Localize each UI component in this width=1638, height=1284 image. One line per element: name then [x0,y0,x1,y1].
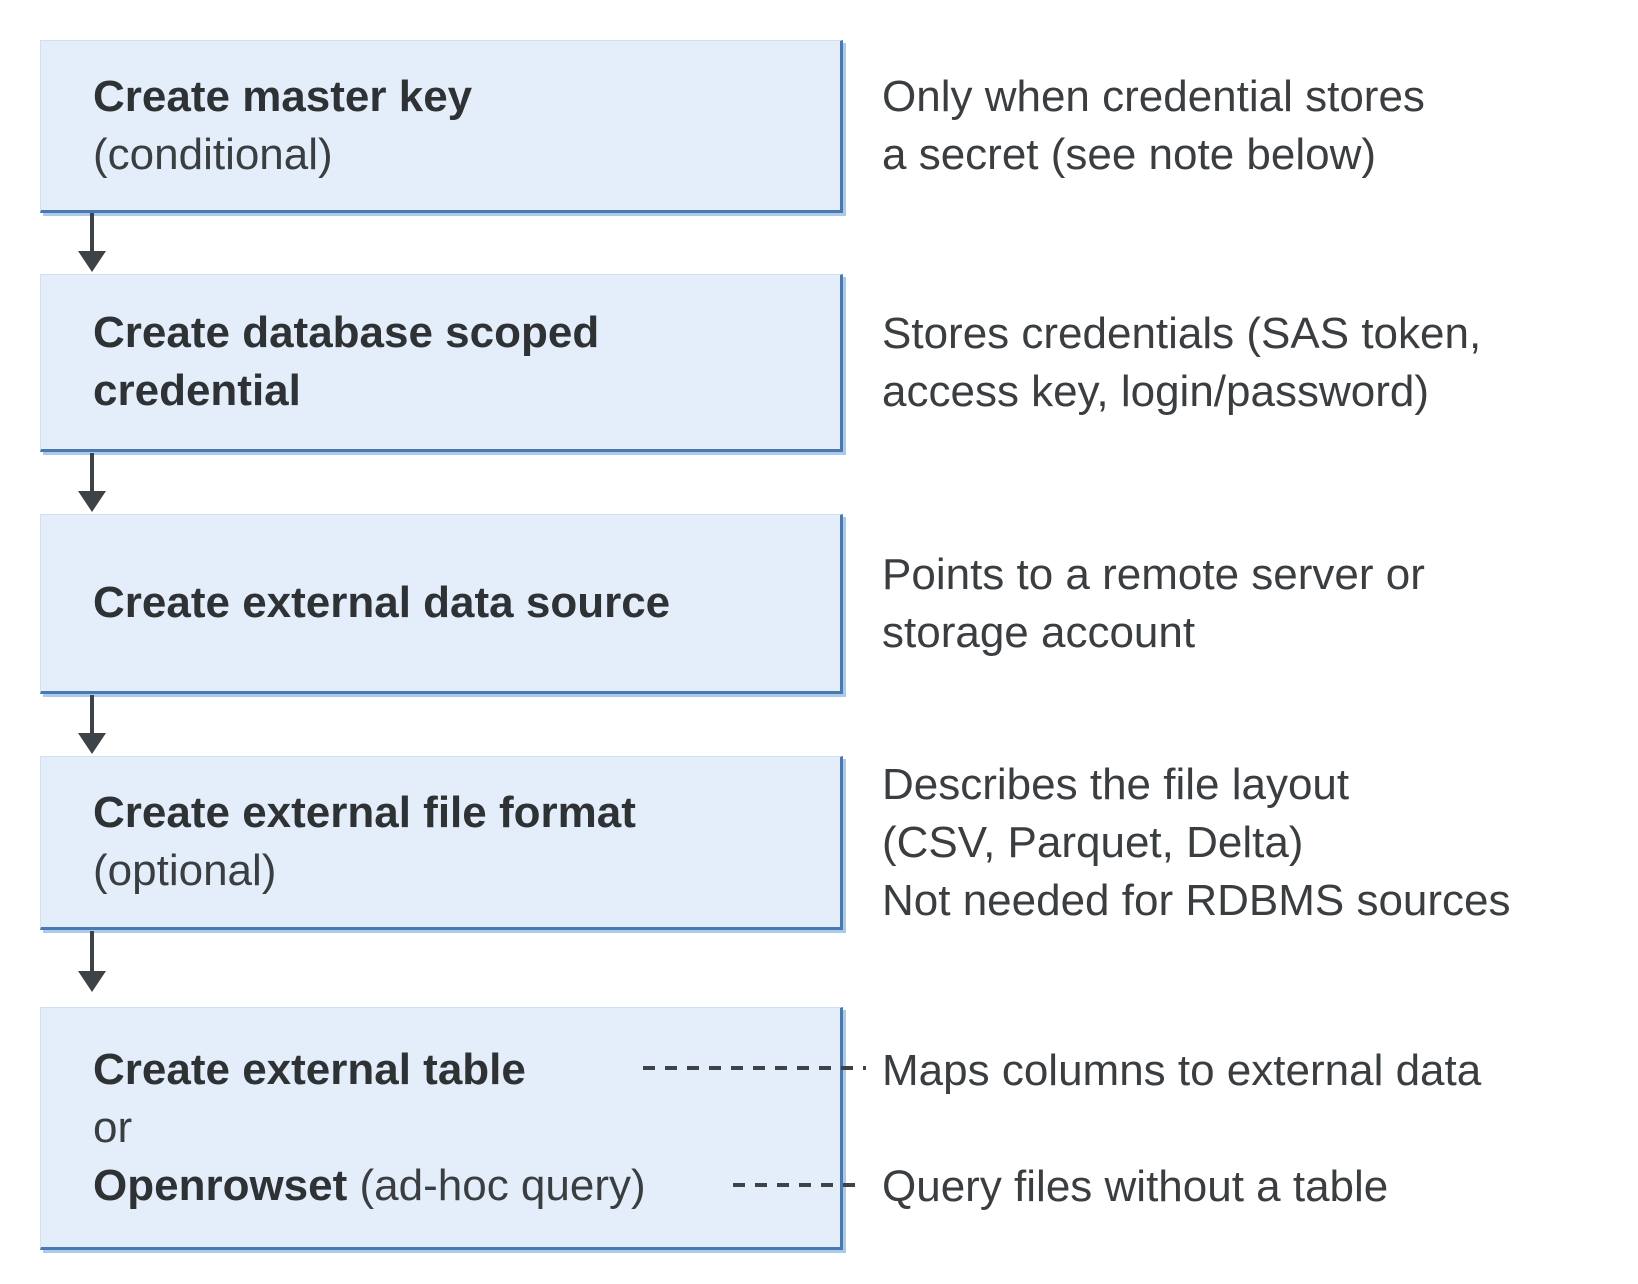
step-title: Create external data source [93,578,671,627]
arrow-stem [90,931,94,971]
step-note-external-file-format: Describes the file layout (CSV, Parquet,… [882,756,1511,930]
arrow-head-icon [78,491,106,512]
step-box-create-master-key: Create master key (conditional) [40,40,843,213]
note-line: Points to a remote server or [882,550,1425,599]
step-title: Create database scoped [93,308,600,357]
step-box-external-table-or-openrowset: Create external table or Openrowset (ad-… [40,1007,843,1250]
note-line: access key, login/password) [882,367,1429,416]
arrow-stem [90,695,94,733]
step-subtitle: (optional) [93,846,277,895]
step-box-external-data-source: Create external data source [40,514,843,694]
step-title-external-table: Create external table [93,1044,526,1094]
step-title: Create external file format [93,788,636,837]
step-note-scoped-credential: Stores credentials (SAS token, access ke… [882,305,1481,421]
step-box-external-file-format: Create external file format (optional) [40,756,843,930]
step-title: credential [93,366,301,415]
arrow-stem [90,213,94,251]
step-conjunction: or [93,1102,133,1152]
note-line: Stores credentials (SAS token, [882,309,1482,358]
note-line: Query files without a table [882,1162,1389,1211]
flow-arrow-4 [78,931,106,992]
note-line: Describes the file layout [882,760,1350,809]
flow-arrow-1 [78,213,106,272]
note-line: Only when credential stores [882,72,1425,121]
connector-label-maps-columns: Maps columns to external data [882,1042,1481,1100]
step-subtitle: (conditional) [93,129,333,179]
step-note-external-data-source: Points to a remote server or storage acc… [882,546,1425,662]
note-line: storage account [882,608,1196,657]
flow-arrow-3 [78,695,106,754]
step-title: Create master key [93,71,473,121]
openrowset-bold: Openrowset [93,1160,348,1210]
step-note-master-key: Only when credential stores a secret (se… [882,68,1425,184]
flow-arrow-2 [78,453,106,512]
openrowset-rest: (ad-hoc query) [347,1160,646,1210]
note-line: (CSV, Parquet, Delta) [882,818,1304,867]
arrow-head-icon [78,971,106,992]
note-line: a secret (see note below) [882,130,1377,179]
step-title-openrowset-line: Openrowset (ad-hoc query) [93,1157,840,1215]
note-line: Not needed for RDBMS sources [882,876,1511,925]
note-line: Maps columns to external data [882,1046,1482,1095]
dashed-connector-maps-columns [643,1066,866,1070]
arrow-head-icon [78,251,106,272]
step-box-database-scoped-credential: Create database scoped credential [40,274,843,452]
arrow-head-icon [78,733,106,754]
dashed-connector-query-files [733,1183,862,1187]
arrow-stem [90,453,94,491]
connector-label-query-files: Query files without a table [882,1158,1388,1216]
